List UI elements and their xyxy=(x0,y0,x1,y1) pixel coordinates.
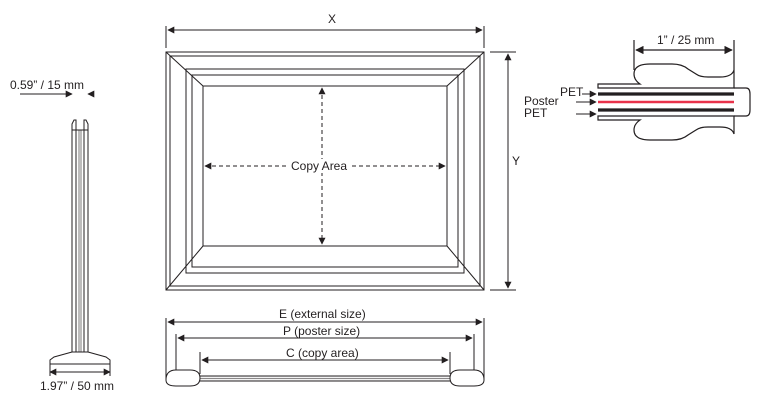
frame-width-label: X xyxy=(328,12,337,26)
right-end-cap xyxy=(449,369,485,387)
clip-cross-section xyxy=(576,40,751,141)
profile-body xyxy=(71,129,89,353)
frame-front-view xyxy=(165,26,516,291)
profile-base xyxy=(49,351,111,365)
copy-area-rect xyxy=(202,85,448,247)
pet-top-label: PET xyxy=(560,85,584,99)
bottom-jaw xyxy=(597,115,735,141)
profile-depth-label: 0.59” / 15 mm xyxy=(10,78,85,92)
frame-outer xyxy=(165,51,485,291)
poster-size-label: P (poster size) xyxy=(283,324,361,338)
base-width-label: 1.97” / 50 mm xyxy=(40,379,115,393)
clip-width-label: 1” / 25 mm xyxy=(657,33,715,47)
frame-height-label: Y xyxy=(512,154,521,168)
copy-area-dim-label: C (copy area) xyxy=(286,346,359,360)
side-profile xyxy=(20,90,111,376)
left-end-cap xyxy=(165,369,201,387)
frame-top-view xyxy=(165,318,485,387)
external-size-label: E (external size) xyxy=(279,307,366,321)
pet-bottom-label: PET xyxy=(524,106,548,120)
poster-label: Poster xyxy=(524,94,559,108)
top-jaw xyxy=(597,63,735,89)
copy-area-label: Copy Area xyxy=(289,159,350,173)
